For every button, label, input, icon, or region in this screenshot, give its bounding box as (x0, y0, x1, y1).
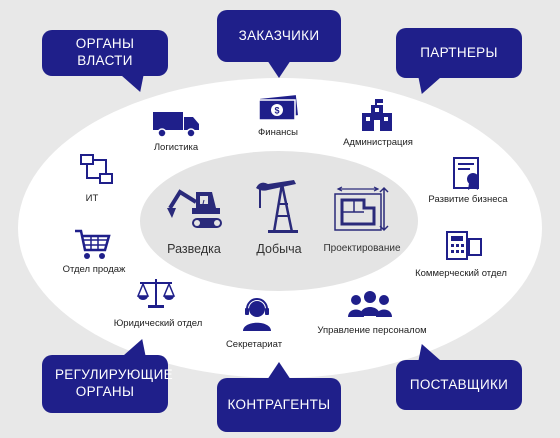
people-icon (347, 290, 393, 320)
dept-logistika-label: Логистика (153, 142, 199, 153)
dept-finansy-label: Финансы (258, 127, 298, 138)
headset-icon (240, 298, 274, 332)
cart-icon (74, 228, 112, 260)
dept-razvitie-label: Развитие бизнеса (428, 194, 508, 205)
bubble-kontragenty-label: КОНТРАГЕНТЫ (227, 396, 331, 412)
core-razvedka-label: Разведка (167, 242, 221, 256)
blueprint-icon (334, 186, 390, 234)
bubble-partnery-label: ПАРТНЕРЫ (420, 44, 498, 60)
dept-administratsiya-label: Администрация (343, 137, 413, 148)
excavator-icon (166, 186, 224, 232)
bubble-zakazchiki-label: ЗАКАЗЧИКИ (238, 27, 320, 43)
network-icon (80, 154, 114, 186)
certificate-icon (452, 157, 484, 191)
calculator-icon (446, 231, 482, 261)
bubble-reguliruyushchie: РЕГУЛИРУЮЩИЕ ОРГАНЫ (42, 339, 173, 413)
truck-icon (151, 108, 201, 138)
bubble-zakazchiki: ЗАКАЗЧИКИ (217, 10, 341, 78)
dept-otdel-prodazh-label: Отдел продаж (62, 264, 126, 275)
dept-upravlenie-label: Управление персоналом (317, 325, 427, 336)
bubble-postavshchiki-label: ПОСТАВЩИКИ (409, 376, 509, 392)
core-dobycha-label: Добыча (256, 242, 302, 256)
dept-kommercheskiy-label: Коммерческий отдел (415, 268, 507, 279)
dept-it-label: ИТ (85, 193, 99, 204)
dept-sekretariat-label: Секретариат (225, 339, 283, 350)
bubble-reguliruyushchie-label: РЕГУЛИРУЮЩИЕ ОРГАНЫ (55, 367, 173, 399)
bubble-kontragenty: КОНТРАГЕНТЫ (217, 362, 341, 432)
bubble-postavshchiki: ПОСТАВЩИКИ (396, 344, 522, 410)
bubble-partnery: ПАРТНЕРЫ (396, 28, 522, 94)
scales-icon (136, 276, 176, 310)
svg-text:$: $ (274, 106, 279, 116)
building-icon (360, 98, 394, 132)
oil-pump-icon (254, 178, 308, 234)
core-proektirovanie-label: Проектирование (323, 243, 401, 254)
inner-ellipse (140, 151, 418, 291)
bubble-organy-vlasti-label: ОРГАНЫ ВЛАСТИ (75, 36, 135, 68)
bubble-organy-vlasti: ОРГАНЫ ВЛАСТИ (42, 30, 168, 92)
dept-yuridicheskiy-label: Юридический отдел (113, 318, 203, 329)
money-icon: $ (257, 95, 299, 121)
